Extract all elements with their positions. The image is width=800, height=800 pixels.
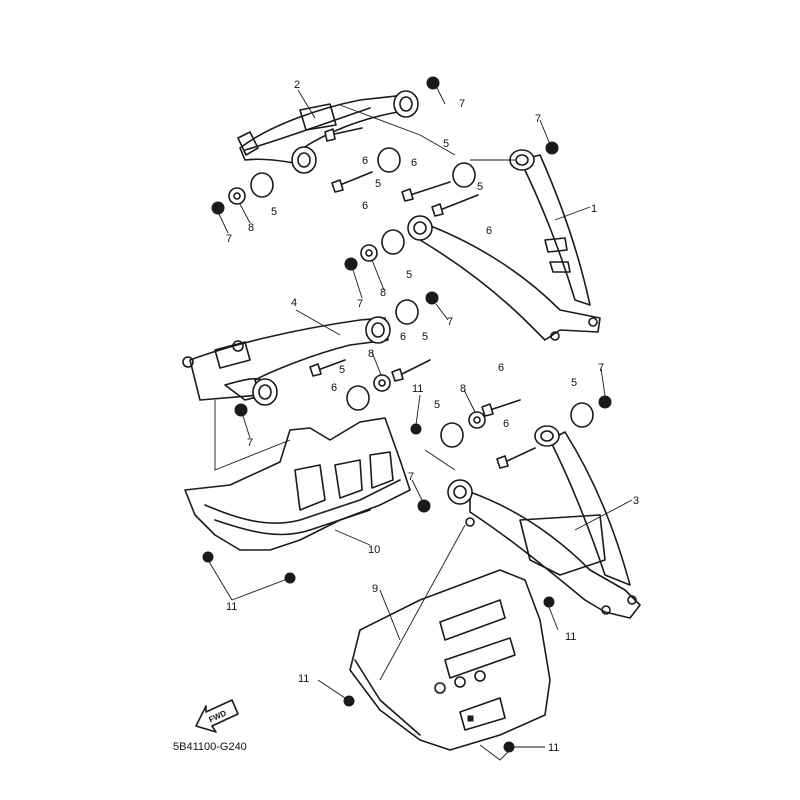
callout-6: 6: [331, 382, 337, 394]
callout-8: 8: [248, 222, 254, 234]
callout-labels: 2 1 3 4 9 10 7 7 7 7 7 7 7 7 8 8 8 8 6 6…: [226, 79, 639, 754]
guard-part-9: [349, 569, 551, 751]
callout-9: 9: [372, 583, 378, 595]
lower-arm-part-4: [182, 316, 391, 406]
callout-5: 5: [406, 269, 412, 281]
upper-arm-part-1: [407, 149, 601, 341]
callout-11: 11: [298, 673, 309, 685]
diagram-code: 5B41100-G240: [173, 741, 247, 753]
callout-11: 11: [548, 742, 559, 754]
callout-5: 5: [477, 181, 483, 193]
callout-6: 6: [486, 225, 492, 237]
lower-arm-part-3: [447, 425, 641, 619]
callout-8: 8: [380, 287, 386, 299]
callout-4: 4: [291, 297, 297, 309]
callout-5: 5: [375, 178, 381, 190]
callout-6: 6: [362, 200, 368, 212]
callout-8: 8: [460, 383, 466, 395]
callout-6: 6: [400, 331, 406, 343]
callout-1: 1: [591, 203, 597, 215]
callout-11: 11: [226, 601, 237, 613]
callout-5: 5: [434, 399, 440, 411]
bolt-group: [309, 127, 536, 469]
washer-group: [228, 187, 486, 429]
upper-arm-part-2: [237, 90, 419, 174]
callout-7: 7: [447, 316, 453, 328]
bushing-group: [250, 147, 594, 448]
callout-2: 2: [294, 79, 300, 91]
screw-group: [202, 423, 555, 753]
callout-8: 8: [368, 348, 374, 360]
callout-6: 6: [498, 362, 504, 374]
callout-5: 5: [339, 364, 345, 376]
callout-6: 6: [362, 155, 368, 167]
callout-5: 5: [571, 377, 577, 389]
callout-7: 7: [357, 298, 363, 310]
nut-group: [211, 76, 612, 513]
leader-lines: [207, 87, 633, 761]
callout-6: 6: [503, 418, 509, 430]
callout-6: 6: [411, 157, 417, 169]
callout-7: 7: [226, 233, 232, 245]
callout-7: 7: [247, 437, 253, 449]
callout-5: 5: [422, 331, 428, 343]
guard-part-10: [184, 417, 411, 551]
callout-11: 11: [412, 383, 423, 395]
callout-5: 5: [443, 138, 449, 150]
callout-10: 10: [368, 544, 380, 556]
callout-3: 3: [633, 495, 639, 507]
fwd-arrow-icon: FWD: [195, 699, 239, 733]
callout-7: 7: [598, 362, 604, 374]
callout-7: 7: [459, 98, 465, 110]
callout-7: 7: [535, 113, 541, 125]
callout-5: 5: [271, 206, 277, 218]
callout-11: 11: [565, 631, 576, 643]
callout-7: 7: [408, 471, 414, 483]
